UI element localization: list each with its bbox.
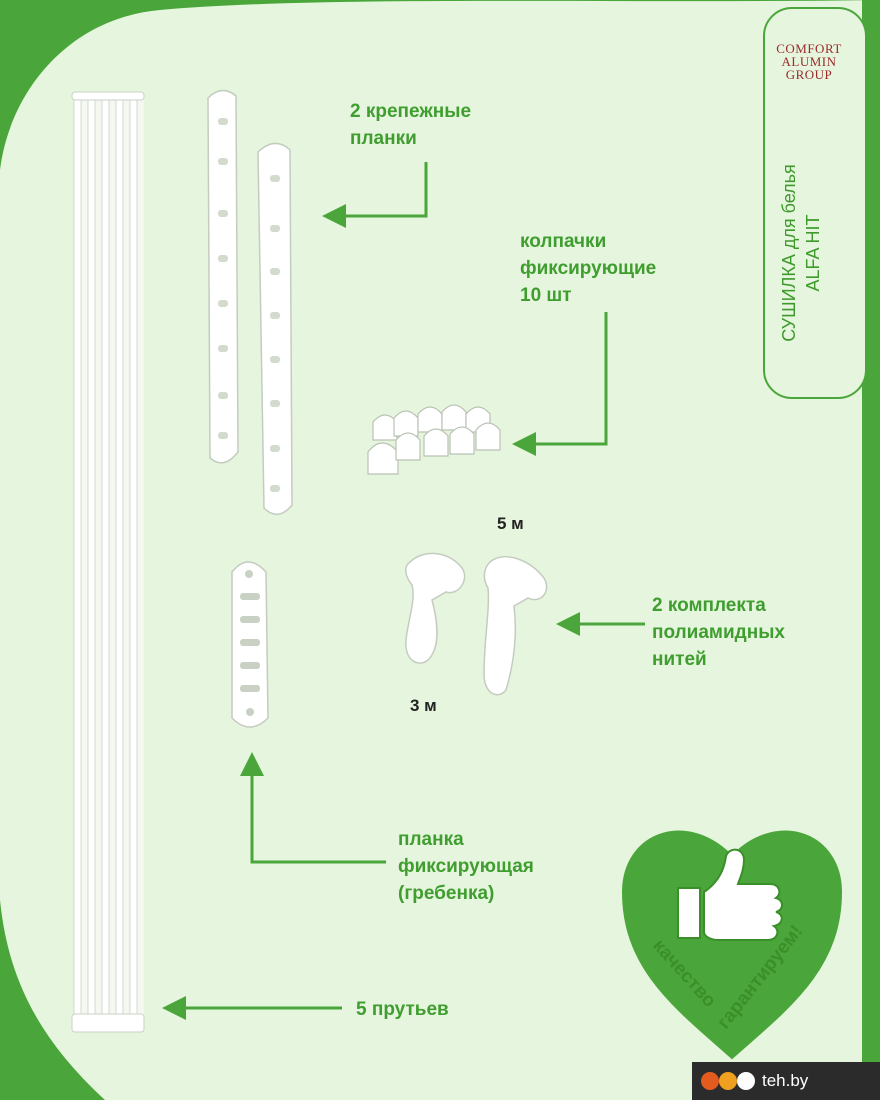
- comb-label-line-3: (гребенка): [398, 883, 495, 904]
- arrow-comb: [250, 772, 386, 864]
- product-title: СУШИЛКА для белья ALFA HIT: [762, 118, 840, 388]
- comb-plate-illustration: [231, 561, 269, 728]
- logo-line-3: GROUP: [785, 67, 833, 82]
- product-title-card: [763, 7, 867, 399]
- plates-label-line-1: 2 крепежные: [350, 101, 472, 122]
- caps-illustration: [367, 404, 501, 475]
- comb-label: планка фиксирующая (гребенка): [398, 826, 534, 907]
- arrowheads: [162, 204, 580, 1020]
- badge-word-quality: качество: [648, 935, 720, 1011]
- caps-label: колпачки фиксирующие 10 шт: [520, 228, 656, 309]
- thread-bundles-illustration: [405, 552, 548, 696]
- quality-heart-badge: [617, 826, 847, 1065]
- watermark-text: teh.by: [762, 1071, 809, 1090]
- product-title-line-1: СУШИЛКА для белья: [779, 164, 799, 342]
- plates-label: 2 крепежные планки: [350, 98, 471, 152]
- badge-text: качество гарантируем!: [648, 921, 807, 1033]
- thumbs-up-icon: [677, 848, 783, 941]
- badge-word-guarantee: гарантируем!: [713, 921, 807, 1033]
- caps-label-line-1: колпачки: [520, 231, 607, 252]
- logo-line-1: COMFORT: [776, 41, 842, 56]
- caps-label-line-2: фиксирующие: [520, 258, 657, 279]
- mounting-plates-illustration: [207, 89, 293, 515]
- top-left-green-panel: [0, 0, 878, 170]
- length-3m: 3 м: [410, 696, 437, 715]
- comb-label-line-2: фиксирующая: [398, 856, 534, 877]
- comb-label-line-1: планка: [398, 829, 464, 850]
- plates-label-line-2: планки: [350, 128, 417, 149]
- threads-label-line-3: нитей: [652, 649, 707, 670]
- rods-label: 5 прутьев: [356, 999, 449, 1020]
- threads-label-line-2: полиамидных: [652, 622, 785, 643]
- product-title-line-2: ALFA HIT: [803, 214, 823, 292]
- bottom-left-green-panel: [0, 900, 105, 1100]
- arrow-caps: [530, 312, 608, 446]
- threads-label-line-1: 2 комплекта: [652, 595, 766, 616]
- threads-label: 2 комплекта полиамидных нитей: [652, 592, 785, 673]
- rods-illustration: [71, 91, 145, 1033]
- caps-label-line-3: 10 шт: [520, 285, 572, 306]
- logo-line-2: ALUMIN: [781, 54, 837, 69]
- watermark-logo-icon: [701, 1072, 755, 1090]
- arrows: [180, 162, 645, 1010]
- length-5m: 5 м: [497, 514, 524, 533]
- brand-logo: COMFORT ALUMIN GROUP: [766, 42, 852, 106]
- arrow-plates: [342, 162, 428, 218]
